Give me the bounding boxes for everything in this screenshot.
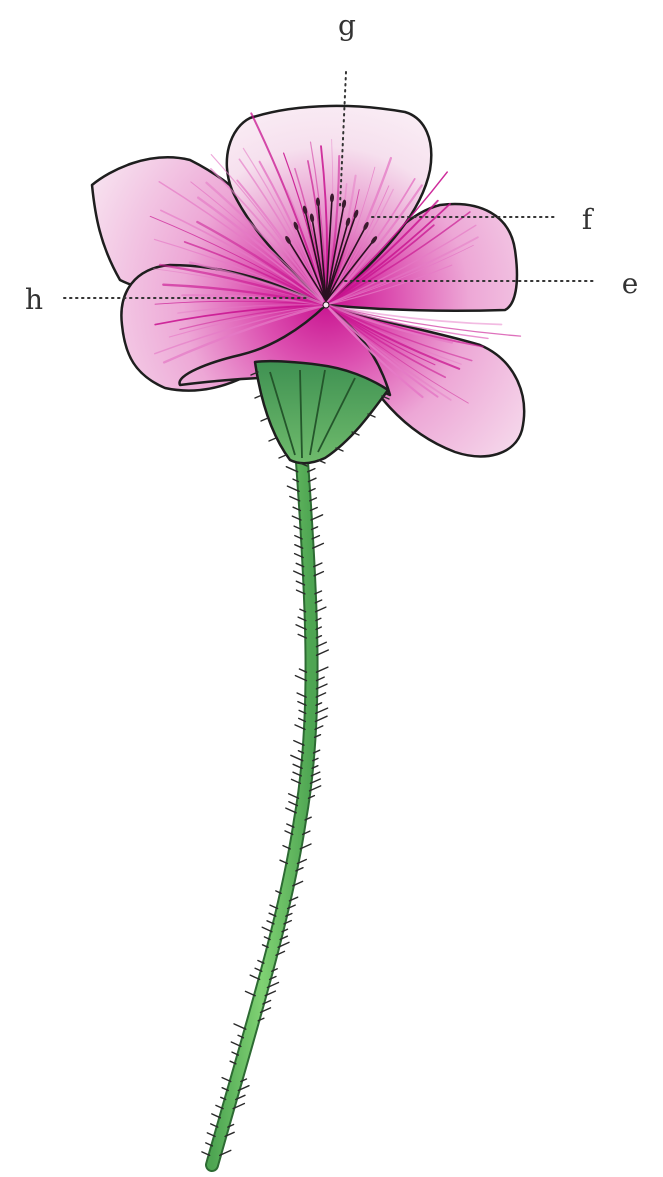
label-e: e: [622, 267, 639, 300]
label-f: f: [582, 203, 595, 236]
sepal-hair: [261, 418, 268, 421]
stem: [202, 462, 328, 1165]
stem-hair: [234, 1024, 246, 1029]
pistil: [323, 302, 329, 308]
label-g: g: [338, 9, 356, 42]
label-h: h: [25, 283, 43, 316]
sepal-hair: [279, 455, 286, 458]
sepal-hair: [269, 438, 276, 441]
